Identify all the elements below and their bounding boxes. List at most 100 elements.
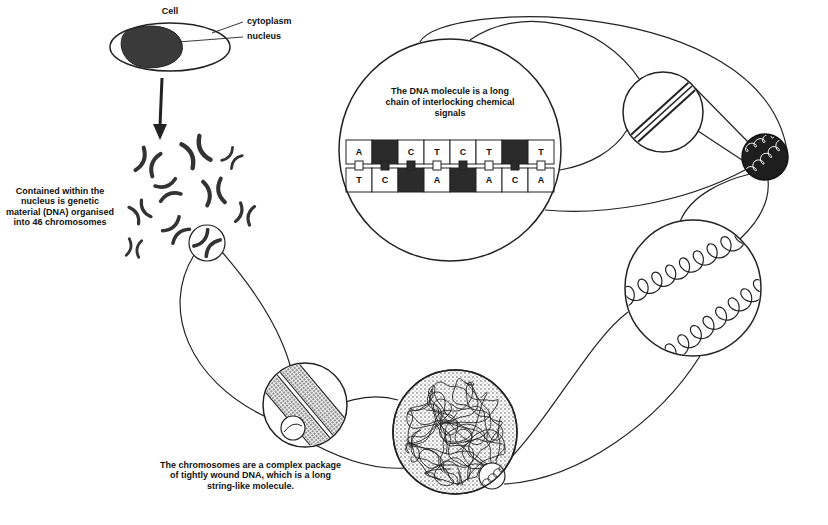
dna-strip xyxy=(502,168,528,192)
chromosome-symbol xyxy=(135,148,160,177)
chromosome-symbol xyxy=(236,203,255,225)
base-letter: A xyxy=(346,146,372,158)
cell-title: Cell xyxy=(150,6,190,16)
chromosome-symbol xyxy=(163,217,190,243)
dna-molecule-circle: The DNA molecule is a long chain of inte… xyxy=(338,38,562,262)
chromatin-tangle xyxy=(479,463,505,489)
dna-strip xyxy=(450,168,476,192)
chromosome-closeup xyxy=(262,337,367,457)
chromatin-fibre xyxy=(431,382,498,469)
zoom-lines xyxy=(504,356,700,484)
dna-coil xyxy=(746,130,781,152)
dna-strip xyxy=(372,140,398,164)
chromatin-fibre xyxy=(483,464,506,487)
zoom-lines xyxy=(680,174,750,222)
dna-strip xyxy=(511,161,519,170)
chromosome-symbol xyxy=(194,230,220,257)
dna-strip xyxy=(485,161,493,170)
chromatin-tangle xyxy=(393,370,517,494)
note-text: The chromosomes are a complex package of… xyxy=(158,460,343,491)
chromosome-closeup xyxy=(243,337,367,473)
base-letter: T xyxy=(424,146,450,158)
dna-strip xyxy=(528,140,554,164)
dna-molecule-circle-outline xyxy=(338,38,562,262)
cell-figure xyxy=(110,23,230,71)
dna-strip xyxy=(346,140,372,164)
dna-coil xyxy=(613,215,773,307)
part-label: nucleus xyxy=(247,31,317,41)
dna-coil xyxy=(613,215,777,375)
base-letter: T xyxy=(528,146,554,158)
dna-strip xyxy=(346,168,372,192)
dna-strip xyxy=(346,140,554,192)
chromosome-symbol xyxy=(181,136,210,168)
dna-strip xyxy=(476,168,502,192)
base-letter: A xyxy=(476,174,502,186)
dna-molecule-circle-border xyxy=(339,39,561,261)
zoom-lines xyxy=(180,255,264,416)
dna-strip xyxy=(424,168,450,192)
dna-strip xyxy=(476,140,502,164)
zoom-lines xyxy=(502,312,628,467)
dna-band-closeup xyxy=(615,68,712,156)
dna-band-closeup xyxy=(615,68,712,156)
note-text: Contained within the nucleus is genetic … xyxy=(4,186,116,227)
zoom-circle xyxy=(189,225,225,261)
dna-band-closeup xyxy=(615,68,712,156)
dna-coil xyxy=(745,130,792,178)
leader-line xyxy=(178,37,243,42)
chromosome-symbol xyxy=(129,200,151,224)
dna-strip xyxy=(381,161,389,170)
base-letter: C xyxy=(502,174,528,186)
base-letter: T xyxy=(346,174,372,186)
base-letter: A xyxy=(528,174,554,186)
dna-strip xyxy=(433,161,441,170)
chromosome-symbol xyxy=(126,136,254,258)
dna-strip xyxy=(424,140,450,164)
zoom-lines xyxy=(740,180,768,239)
dna-strip xyxy=(398,140,424,164)
base-letter: C xyxy=(398,146,424,158)
down-arrow xyxy=(160,78,162,126)
chromosome-symbol xyxy=(126,239,141,258)
chromosome-symbol xyxy=(126,239,141,258)
dna-band-closeup xyxy=(615,68,712,156)
chromosome-symbol xyxy=(155,179,181,202)
chromosome-closeup xyxy=(284,424,302,432)
base-letter: C xyxy=(372,174,398,186)
chromosome-symbol xyxy=(155,179,181,202)
down-arrow xyxy=(153,124,167,140)
down-arrow xyxy=(153,78,167,140)
leader-line xyxy=(212,22,243,33)
chromatin-tangle xyxy=(393,370,517,494)
chromosome-closeup xyxy=(281,416,305,440)
dna-band-closeup xyxy=(615,68,712,156)
zoom-lines xyxy=(545,170,745,211)
zoom-lines xyxy=(222,252,290,365)
cell-figure xyxy=(110,23,230,71)
dna-strip xyxy=(450,140,476,164)
dna-coil xyxy=(644,270,777,375)
dna-strip xyxy=(355,161,363,170)
chromosome-closeup xyxy=(243,337,367,473)
dna-strip xyxy=(537,161,545,170)
dna-strip xyxy=(459,161,467,170)
chromosome-symbol xyxy=(203,179,225,206)
chromosome-symbol xyxy=(203,179,225,206)
chromatin-fibre xyxy=(483,464,506,487)
leader-line xyxy=(178,22,243,42)
coil-closeup xyxy=(613,215,777,375)
zoom-lines xyxy=(470,21,640,80)
dna-strip xyxy=(528,168,554,192)
dark-coil-closeup xyxy=(742,130,792,180)
chromosome-symbol xyxy=(222,148,242,169)
chromosome-symbol xyxy=(135,148,160,177)
chromosome-symbol xyxy=(129,200,151,224)
cell-figure xyxy=(121,26,182,68)
node-text: The DNA molecule is a long chain of inte… xyxy=(385,86,515,118)
chromosome-symbol xyxy=(236,203,255,225)
base-letter: C xyxy=(450,146,476,158)
